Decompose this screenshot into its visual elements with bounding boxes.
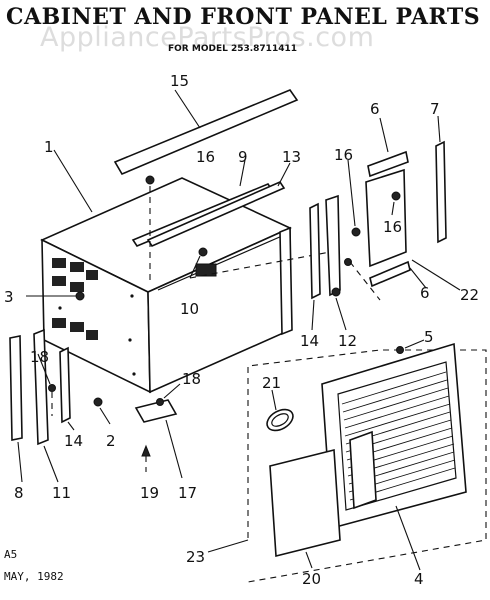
screw-part-16-middle[interactable] — [351, 227, 361, 237]
callout-14-left: 14 — [64, 432, 83, 450]
callout-3: 3 — [4, 288, 14, 306]
screw-part-5[interactable] — [396, 346, 404, 354]
cover-part-21[interactable] — [263, 405, 296, 435]
callout-8: 8 — [14, 484, 24, 502]
channel-part-14-left[interactable] — [59, 346, 71, 424]
channel-part-13[interactable] — [146, 180, 286, 248]
callout-14-right: 14 — [300, 332, 319, 350]
callout-18-left: 18 — [30, 348, 49, 366]
cabinet-part-1[interactable] — [40, 177, 292, 394]
channel-part-8[interactable] — [9, 335, 23, 441]
callout-6-bottom: 6 — [420, 284, 430, 302]
model-subtitle: FOR MODEL 253.8711411 — [168, 44, 297, 54]
callout-4: 4 — [414, 570, 424, 588]
callout-13: 13 — [282, 148, 301, 166]
callout-20: 20 — [302, 570, 321, 588]
callout-16-panel: 16 — [383, 218, 402, 236]
callout-12: 12 — [338, 332, 357, 350]
callout-15: 15 — [170, 72, 189, 90]
callout-2: 2 — [106, 432, 116, 450]
callout-11: 11 — [52, 484, 71, 502]
strip-part-6-bottom[interactable] — [369, 260, 411, 288]
callout-10: 10 — [180, 300, 199, 318]
callout-21: 21 — [262, 374, 281, 392]
screw-part-18[interactable] — [156, 398, 164, 406]
watermark: AppliancePartsPros.com — [40, 22, 375, 53]
bracket-part-17[interactable] — [134, 399, 178, 423]
callout-16-top: 16 — [196, 148, 215, 166]
callout-23: 23 — [186, 548, 205, 566]
callout-18-right: 18 — [182, 370, 201, 388]
bracket-part-11[interactable] — [33, 328, 49, 446]
strip-part-6-top[interactable] — [367, 150, 409, 178]
callout-1: 1 — [44, 138, 54, 156]
screw-part-10[interactable] — [189, 247, 208, 279]
rail-part-7[interactable] — [435, 140, 447, 244]
cabinet-side-strip — [279, 226, 293, 336]
callout-6-top: 6 — [370, 100, 380, 118]
callout-17: 17 — [178, 484, 197, 502]
callout-16-middle: 16 — [334, 146, 353, 164]
front-grille-part-4[interactable] — [321, 342, 467, 530]
callout-7: 7 — [430, 100, 440, 118]
clip-part-19[interactable] — [141, 444, 151, 457]
callout-19: 19 — [140, 484, 159, 502]
filter-part-20[interactable] — [269, 448, 341, 558]
screw-part-2[interactable] — [93, 397, 111, 425]
callout-5: 5 — [424, 328, 434, 346]
callout-9: 9 — [238, 148, 248, 166]
bracket-part-12[interactable] — [325, 194, 341, 297]
screw-part-3[interactable] — [26, 291, 85, 301]
page-code: A5 — [4, 548, 18, 561]
channel-part-14-right[interactable] — [309, 202, 321, 300]
publication-date: MAY, 1982 — [4, 570, 64, 583]
diagram-title: CABINET AND FRONT PANEL PARTS — [6, 4, 481, 30]
callout-22: 22 — [460, 286, 479, 304]
screw-part-16[interactable] — [145, 175, 155, 285]
